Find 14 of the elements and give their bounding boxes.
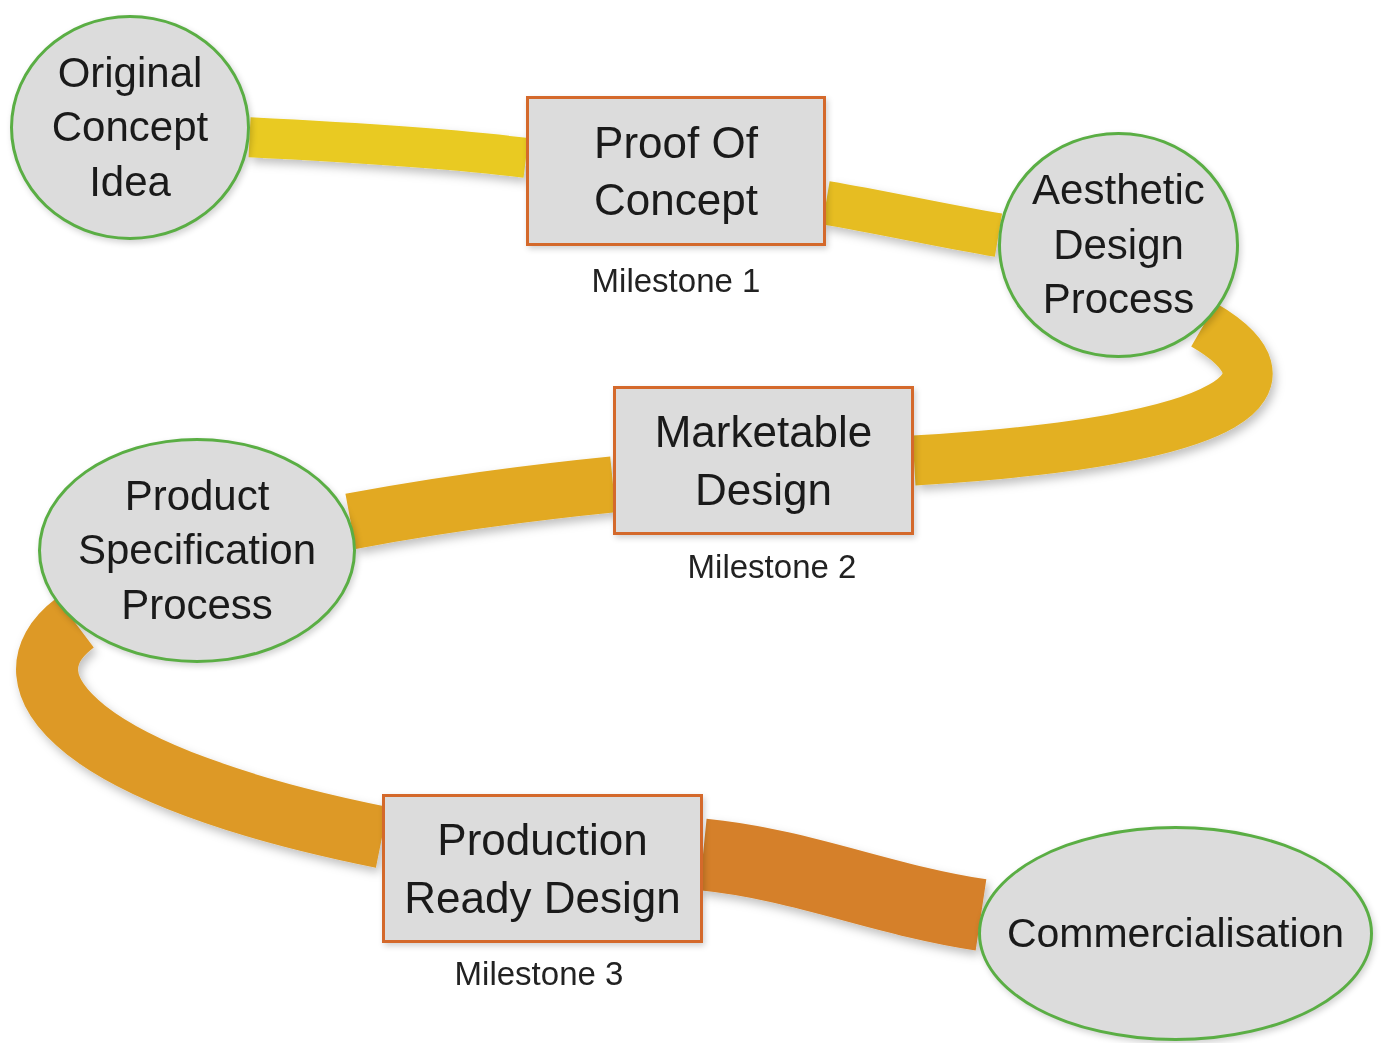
node-label: Production Ready Design bbox=[403, 814, 682, 924]
node-label: Product Specification Process bbox=[76, 470, 318, 630]
milestone-box bbox=[613, 386, 914, 535]
ribbon-connector bbox=[912, 304, 1272, 486]
milestone-box bbox=[526, 96, 826, 246]
node-label: Marketable Design bbox=[653, 406, 874, 516]
milestone-box bbox=[382, 794, 703, 943]
node-label: Original Concept Idea bbox=[50, 47, 210, 207]
node-label: Proof Of Concept bbox=[593, 116, 759, 226]
milestone-caption: Milestone 1 bbox=[591, 262, 761, 300]
node-label: Aesthetic Design Process bbox=[1031, 165, 1206, 325]
milestone-caption: Milestone 3 bbox=[454, 955, 624, 993]
node-label: Commercialisation bbox=[1005, 908, 1346, 958]
milestone-caption: Milestone 2 bbox=[687, 548, 857, 586]
